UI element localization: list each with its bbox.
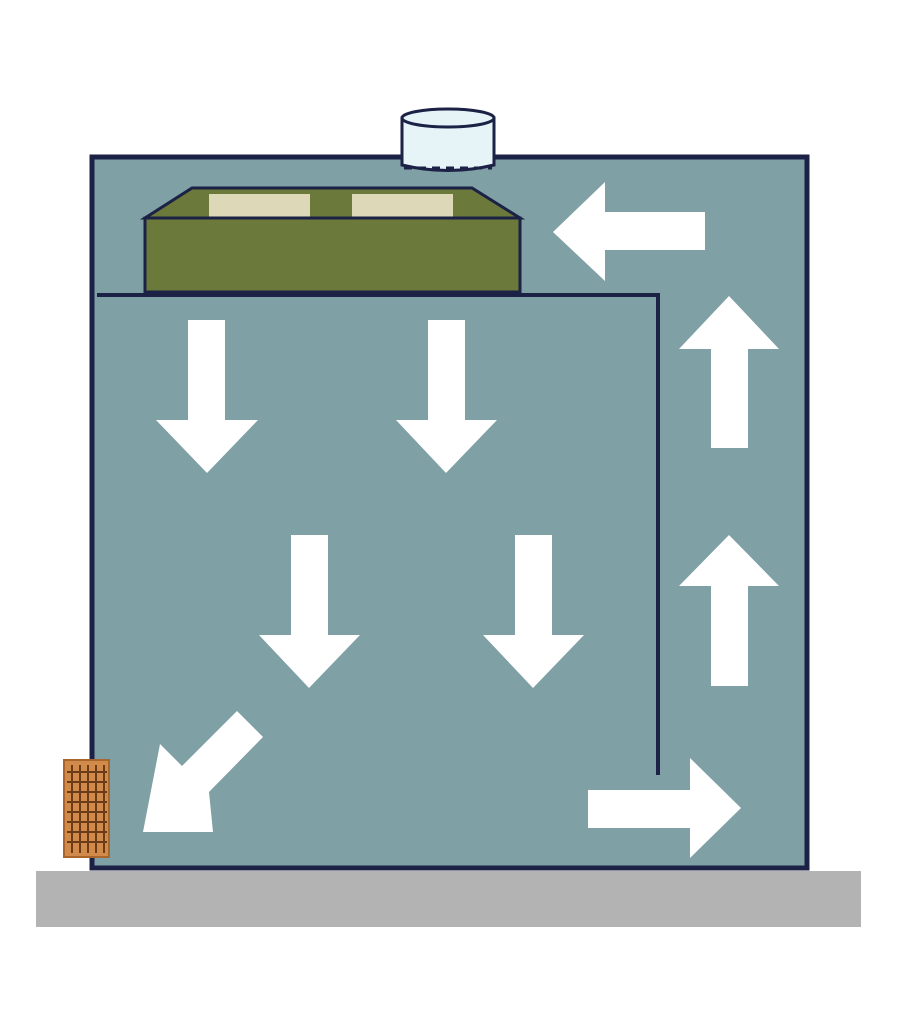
arrow-down-3	[259, 535, 360, 688]
arrow-up-lower	[679, 535, 779, 686]
grille-icon	[63, 759, 110, 858]
exhaust-collar	[400, 107, 496, 172]
airflow-arrows	[143, 182, 779, 858]
floor-slab	[36, 871, 861, 927]
arrow-left-plenum	[553, 182, 705, 281]
arrow-down-left	[143, 711, 263, 832]
hepa-filter-icon	[139, 186, 526, 294]
arrow-right-bottom	[588, 758, 741, 858]
filter-slot-1	[209, 194, 310, 218]
arrow-down-4	[483, 535, 584, 688]
intake-grille-mesh	[67, 765, 107, 853]
arrow-down-1	[156, 320, 258, 473]
arrow-up-upper	[679, 296, 779, 448]
arrow-down-2	[396, 320, 497, 473]
inner-chamber-outline	[97, 293, 660, 775]
filter-top-face	[139, 186, 526, 220]
filter-slot-2	[352, 194, 453, 218]
duct-collar-icon	[400, 116, 496, 172]
duct-collar-rim	[400, 107, 496, 129]
filter-front-face	[143, 216, 522, 294]
